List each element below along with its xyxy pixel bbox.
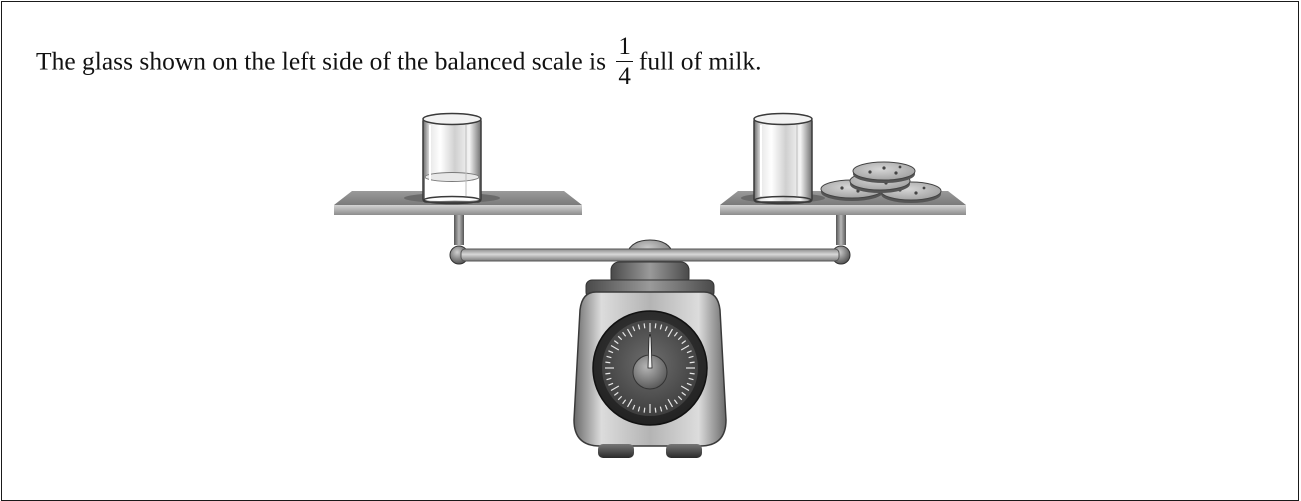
- scale-top: [610, 239, 690, 287]
- cookie-icon: [852, 161, 916, 183]
- dial-tick: [613, 391, 619, 396]
- dial-tick: [677, 335, 683, 341]
- dial-tick: [654, 323, 657, 329]
- dial-tick: [667, 328, 674, 338]
- dial-tick: [637, 406, 641, 412]
- dial-needle: [647, 333, 653, 369]
- dial-tick: [689, 372, 695, 375]
- dial-tick: [688, 377, 694, 381]
- right-glass-icon: [753, 112, 813, 205]
- question-text-after: full of milk.: [638, 46, 762, 76]
- dial-tick: [667, 398, 674, 408]
- dial-tick: [608, 382, 614, 386]
- dial-tick: [664, 404, 668, 410]
- dial-tick: [689, 361, 695, 364]
- dial-tick: [680, 344, 690, 351]
- dial-tick: [632, 404, 636, 410]
- dial-tick: [659, 324, 663, 330]
- dial-tick: [610, 344, 620, 351]
- dial-tick: [664, 326, 668, 332]
- dial-tick: [686, 382, 692, 386]
- fraction-numerator: 1: [616, 33, 633, 62]
- scale-foot-left: [598, 444, 634, 458]
- left-glass-icon: [422, 112, 482, 205]
- dial-tick: [632, 326, 636, 332]
- dial-tick: [622, 399, 627, 405]
- question-text-before: The glass shown on the left side of the …: [36, 46, 607, 76]
- dial-tick: [654, 407, 657, 413]
- dial-tick: [643, 323, 646, 329]
- dial-tick: [605, 361, 611, 364]
- dial-tick: [637, 324, 641, 330]
- cookie-stack-icon: [820, 161, 942, 203]
- dial-tick: [677, 395, 683, 401]
- dial-tick: [659, 406, 663, 412]
- dial-tick: [606, 377, 612, 381]
- scale-foot-right: [666, 444, 702, 458]
- scale-dial-icon: [592, 310, 708, 426]
- dial-tick: [681, 340, 687, 345]
- dial-tick: [617, 395, 623, 401]
- balance-beam: [460, 248, 840, 262]
- dial-tick: [673, 331, 678, 337]
- dial-tick: [688, 355, 694, 359]
- dial-tick: [610, 385, 620, 392]
- dial-tick: [617, 335, 623, 341]
- question-text: The glass shown on the left side of the …: [36, 34, 762, 91]
- dial-tick: [626, 398, 633, 408]
- dial-tick: [613, 340, 619, 345]
- dial-tick: [686, 350, 692, 354]
- dial-tick: [680, 385, 690, 392]
- dial-tick: [681, 391, 687, 396]
- dial-tick: [606, 355, 612, 359]
- dial-tick: [643, 407, 646, 413]
- fraction-denominator: 4: [618, 63, 631, 90]
- dial-tick: [622, 331, 627, 337]
- dial-tick: [673, 399, 678, 405]
- dial-tick: [608, 350, 614, 354]
- dial-tick: [605, 372, 611, 375]
- dial-tick: [626, 328, 633, 338]
